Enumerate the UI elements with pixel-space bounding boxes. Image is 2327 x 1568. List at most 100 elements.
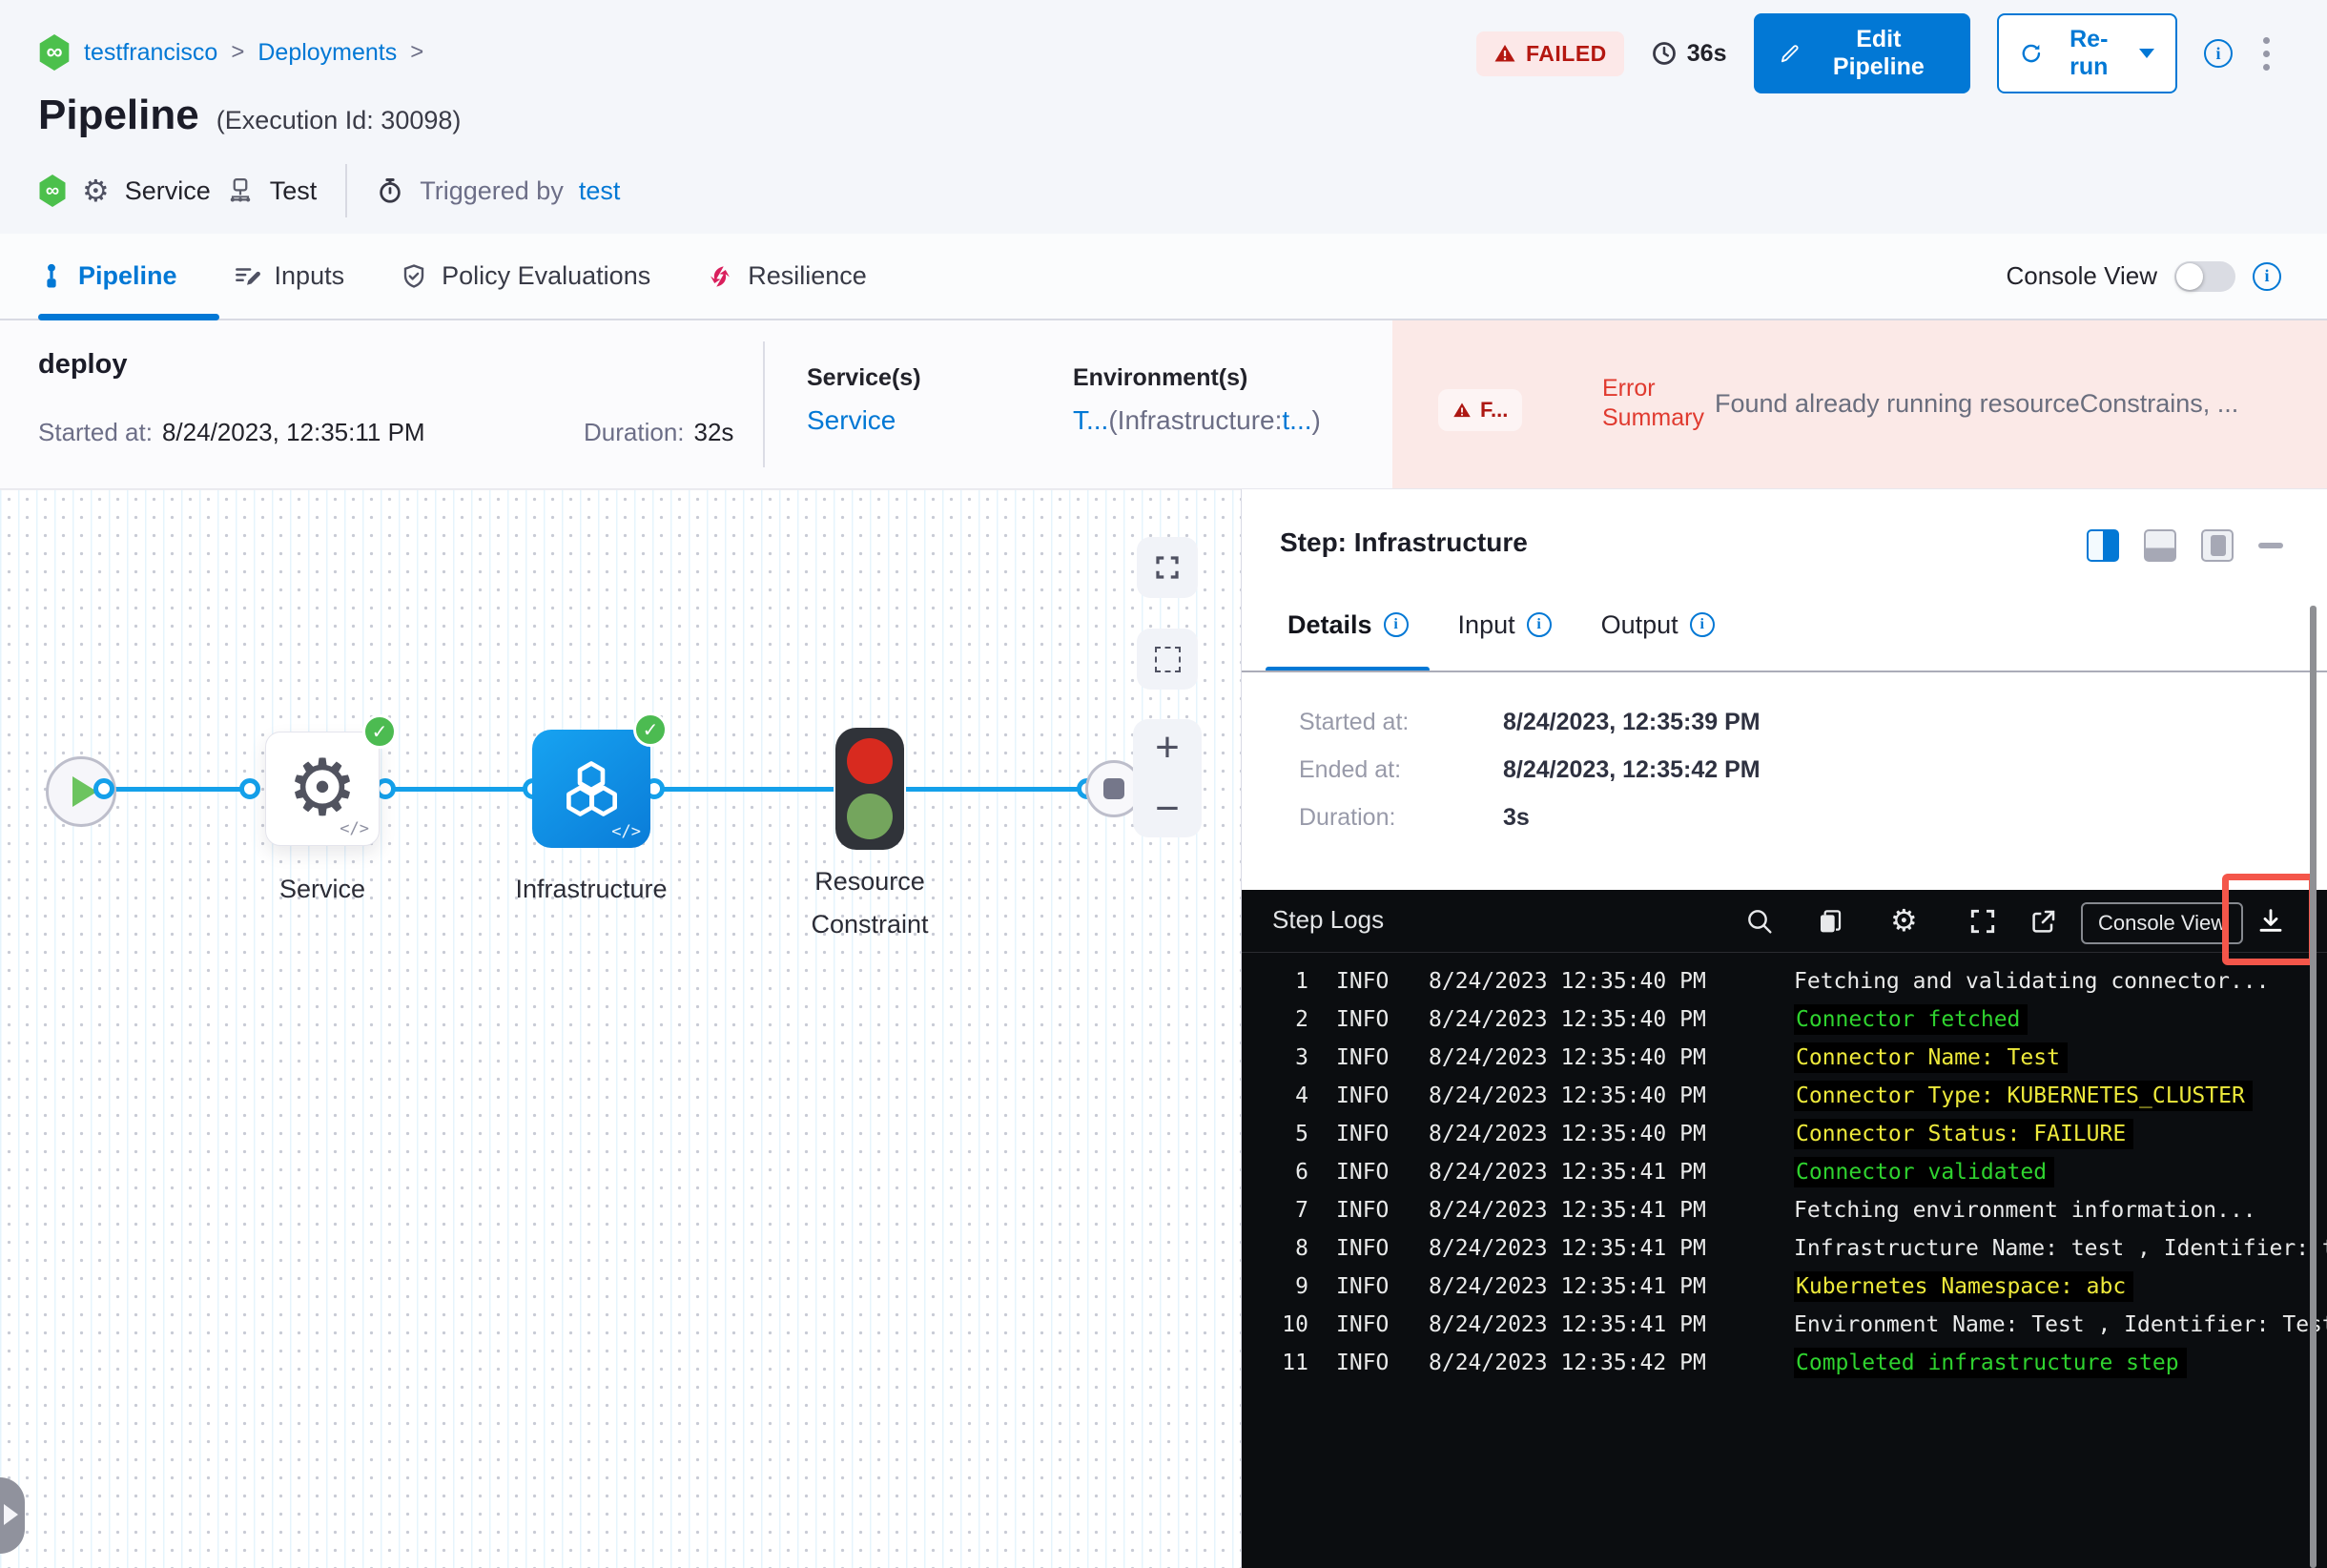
divider [763, 341, 765, 467]
tab-input[interactable]: Input i [1458, 610, 1552, 640]
meta-service-label: Service [124, 175, 211, 205]
traffic-light-green [847, 794, 893, 839]
page-title: Pipeline [38, 92, 199, 138]
detail-row: Started at: 8/24/2023, 12:35:39 PM [1299, 709, 1761, 735]
details-info-icon[interactable]: i [1383, 612, 1409, 637]
services-link[interactable]: Service [807, 405, 896, 435]
execution-tabbar: Pipeline Inputs Policy Evaluations Resil… [0, 234, 2327, 320]
stage-summary-bar: deploy Started at: 8/24/2023, 12:35:11 P… [0, 320, 2327, 489]
execution-id: (Execution Id: 30098) [216, 106, 462, 134]
pipeline-icon [47, 263, 56, 288]
status-badge: FAILED [1476, 31, 1624, 76]
node-resource-constraint[interactable] [835, 728, 904, 850]
input-info-icon[interactable]: i [1526, 612, 1552, 637]
step-panel-title: Step: Infrastructure [1280, 527, 1528, 557]
node-label: Resource Constraint [811, 867, 929, 939]
edge-connector-dot [93, 778, 114, 799]
breadcrumb-separator: > [231, 39, 245, 65]
step-details-list: Started at: 8/24/2023, 12:35:39 PM Ended… [1299, 709, 1761, 852]
divider [345, 164, 348, 217]
node-infrastructure[interactable]: </> [532, 730, 650, 848]
warning-icon [1453, 402, 1471, 418]
environment-icon [230, 178, 250, 202]
tab-pipeline[interactable]: Pipeline [38, 261, 177, 291]
console-view-toggle[interactable] [2174, 260, 2235, 292]
tab-inputs[interactable]: Inputs [233, 261, 344, 291]
fullscreen-icon[interactable] [1967, 906, 1998, 937]
rerun-info-icon[interactable]: i [2204, 39, 2233, 68]
code-marker: </> [340, 819, 369, 838]
stopwatch-icon [380, 178, 401, 203]
active-step-tab-underline [1266, 667, 1430, 672]
header-actions: FAILED 36s Edit Pipeline Re-run i [1476, 13, 2274, 93]
gear-icon[interactable]: ⚙ [1890, 903, 1918, 938]
copy-icon[interactable] [1815, 906, 1845, 937]
layout-right-icon[interactable] [2087, 529, 2119, 562]
environments-link[interactable]: T...(Infrastructure:t...) [1073, 405, 1321, 435]
resilience-icon [710, 265, 731, 287]
tab-policy-evaluations[interactable]: Policy Evaluations [400, 261, 650, 291]
step-logs-title: Step Logs [1272, 905, 1385, 934]
edit-pipeline-button[interactable]: Edit Pipeline [1753, 13, 1970, 93]
layout-float-icon[interactable] [2201, 529, 2234, 562]
marquee-select-icon [1154, 646, 1181, 672]
breadcrumb-deployments-link[interactable]: Deployments [257, 38, 398, 66]
meta-test-label: Test [269, 175, 318, 205]
rerun-button[interactable]: Re-run [1996, 13, 2177, 93]
stage-started: Started at: 8/24/2023, 12:35:11 PM [38, 418, 425, 446]
console-view-button[interactable]: Console View [2081, 902, 2244, 944]
node-service[interactable]: ⚙ </> [265, 732, 380, 846]
layout-bottom-icon[interactable] [2144, 529, 2176, 562]
external-link-icon[interactable] [2028, 906, 2059, 937]
zoom-in-button[interactable]: + [1155, 724, 1180, 771]
elapsed-time-value: 36s [1686, 39, 1727, 67]
console-view-label: Console View [2006, 261, 2157, 290]
graph-edge [654, 787, 834, 792]
graph-edge [104, 787, 259, 792]
kebab-menu-icon[interactable] [2259, 33, 2274, 74]
divider [1242, 671, 2327, 672]
panel-scrollbar[interactable] [2310, 606, 2317, 1568]
services-label: Service(s) [807, 364, 921, 391]
pipeline-graph-canvas[interactable]: ⚙ </> ✓ </> ✓ Service Infrastructure Re [0, 489, 1241, 1568]
fullscreen-icon [1156, 556, 1179, 579]
output-info-icon[interactable]: i [1689, 612, 1715, 637]
zoom-out-button[interactable]: − [1155, 784, 1180, 832]
canvas-fullscreen-button[interactable] [1137, 537, 1198, 598]
chevron-down-icon [2139, 49, 2154, 58]
console-view-info-icon[interactable]: i [2253, 261, 2281, 291]
step-details-panel: Step: Infrastructure Details i Input i O… [1241, 489, 2327, 1568]
search-icon[interactable] [1744, 906, 1775, 937]
graph-edge [385, 787, 533, 792]
stage-name: deploy [38, 349, 128, 380]
tab-details[interactable]: Details i [1287, 610, 1409, 640]
tab-output[interactable]: Output i [1601, 610, 1715, 640]
triggered-by-link[interactable]: test [578, 175, 621, 205]
breadcrumb-project-link[interactable]: testfrancisco [84, 38, 218, 66]
download-icon[interactable] [2255, 906, 2286, 937]
title-row: Pipeline (Execution Id: 30098) [38, 92, 461, 139]
node-label: Infrastructure [515, 875, 668, 903]
panel-layout-controls [2087, 529, 2283, 562]
console-view-control: Console View i [2006, 234, 2281, 319]
canvas-select-button[interactable] [1137, 629, 1198, 690]
expand-panel-chevron[interactable] [0, 1477, 25, 1554]
tab-resilience[interactable]: Resilience [706, 261, 867, 291]
hexagons-icon [566, 761, 617, 816]
shield-check-icon [403, 263, 424, 288]
minimize-icon[interactable] [2258, 543, 2283, 548]
traffic-light-red [847, 738, 893, 784]
warning-icon [1494, 45, 1515, 62]
harness-logo-icon: ∞ [39, 175, 66, 207]
error-summary-zone: F... Error Summary Found already running… [1392, 320, 2327, 488]
step-tabs: Details i Input i Output i [1242, 577, 2327, 672]
services-column: Service(s) Service [807, 364, 921, 436]
